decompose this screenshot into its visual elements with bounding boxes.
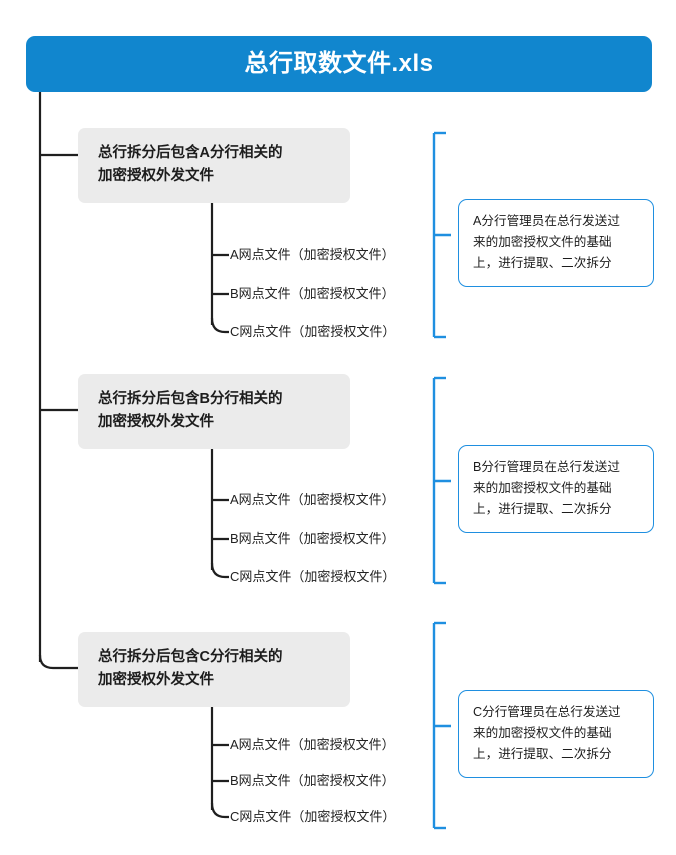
group-box-a[interactable]: 总行拆分后包含A分行相关的 加密授权外发文件: [78, 128, 350, 203]
page-title: 总行取数文件.xls: [244, 50, 434, 77]
leaf-b-3[interactable]: C网点文件（加密授权文件）: [230, 569, 396, 584]
note-text-c: C分行管理员在总行发送过 来的加密授权文件的基础 上，进行提取、二次拆分: [473, 705, 621, 762]
group-label-c: 总行拆分后包含C分行相关的 加密授权外发文件: [98, 649, 283, 689]
leaf-b-2[interactable]: B网点文件（加密授权文件）: [230, 531, 395, 546]
group-label-b: 总行拆分后包含B分行相关的 加密授权外发文件: [98, 391, 283, 431]
leaf-a-2[interactable]: B网点文件（加密授权文件）: [230, 286, 395, 301]
group-box-b[interactable]: 总行拆分后包含B分行相关的 加密授权外发文件: [78, 374, 350, 449]
leaf-b-1[interactable]: A网点文件（加密授权文件）: [230, 492, 395, 507]
note-box-c[interactable]: C分行管理员在总行发送过 来的加密授权文件的基础 上，进行提取、二次拆分: [458, 690, 654, 779]
note-box-a[interactable]: A分行管理员在总行发送过 来的加密授权文件的基础 上，进行提取、二次拆分: [458, 199, 654, 288]
leaf-c-2[interactable]: B网点文件（加密授权文件）: [230, 773, 395, 788]
group-box-c[interactable]: 总行拆分后包含C分行相关的 加密授权外发文件: [78, 632, 350, 707]
leaf-a-3[interactable]: C网点文件（加密授权文件）: [230, 324, 396, 339]
note-text-b: B分行管理员在总行发送过 来的加密授权文件的基础 上，进行提取、二次拆分: [473, 460, 620, 517]
leaf-c-3[interactable]: C网点文件（加密授权文件）: [230, 809, 396, 824]
leaf-a-1[interactable]: A网点文件（加密授权文件）: [230, 247, 395, 262]
leaf-c-1[interactable]: A网点文件（加密授权文件）: [230, 737, 395, 752]
diagram-title-banner: 总行取数文件.xls: [26, 36, 652, 92]
note-text-a: A分行管理员在总行发送过 来的加密授权文件的基础 上，进行提取、二次拆分: [473, 214, 620, 271]
note-box-b[interactable]: B分行管理员在总行发送过 来的加密授权文件的基础 上，进行提取、二次拆分: [458, 445, 654, 534]
group-label-a: 总行拆分后包含A分行相关的 加密授权外发文件: [98, 145, 283, 185]
